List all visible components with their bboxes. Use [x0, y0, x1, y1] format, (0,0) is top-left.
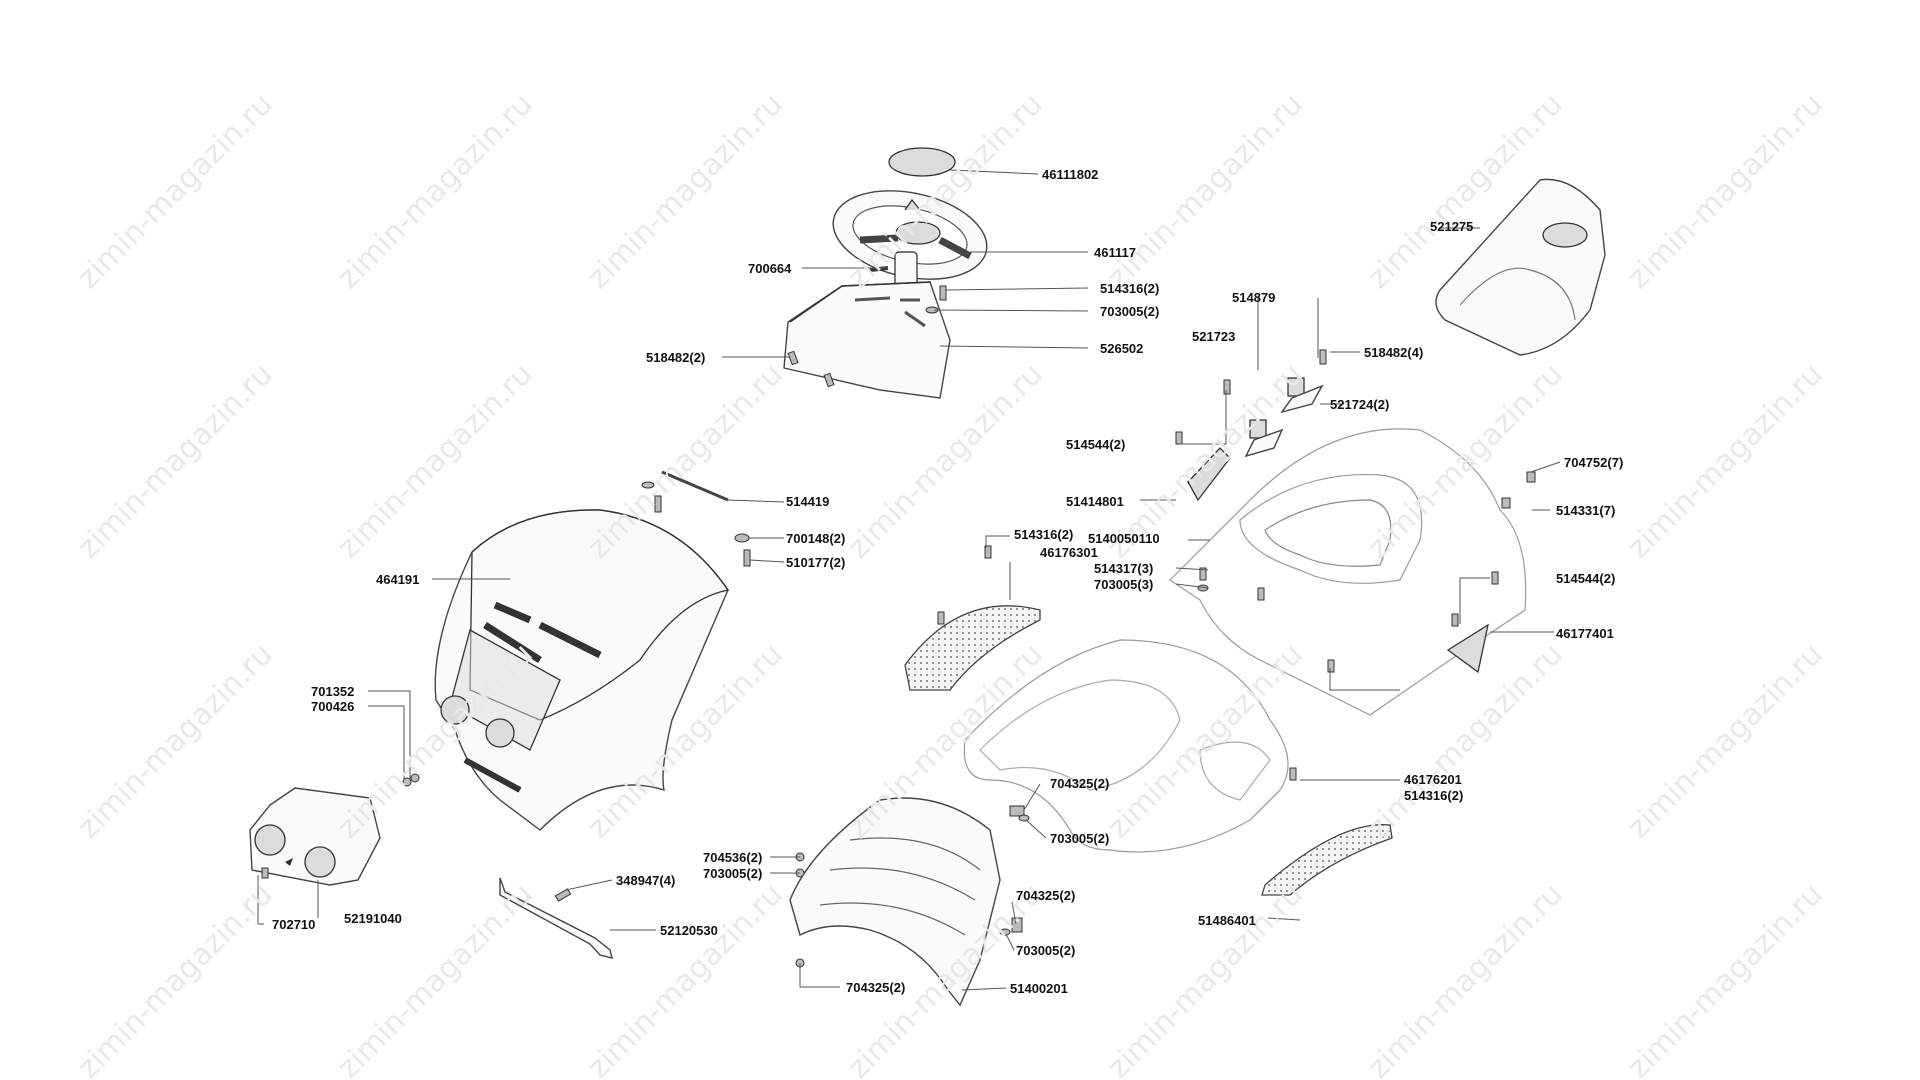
label-526502[interactable]: 526502 — [1100, 341, 1144, 356]
watermark-text: zimin-magazin.ru — [581, 877, 790, 1080]
label-703005-3[interactable]: 703005(3) — [1094, 577, 1154, 592]
watermark-text: zimin-magazin.ru — [1621, 357, 1830, 566]
label-700664[interactable]: 700664 — [748, 261, 792, 276]
switch-parts[interactable] — [1223, 349, 1327, 458]
watermark-text: zimin-magazin.ru — [1101, 87, 1310, 296]
label-514544-2-left[interactable]: 514544(2) — [1066, 437, 1126, 452]
label-704752-7[interactable]: 704752(7) — [1564, 455, 1624, 470]
dashboard-cover-part[interactable] — [783, 281, 951, 399]
label-514879[interactable]: 514879 — [1232, 290, 1276, 305]
label-52120530[interactable]: 52120530 — [660, 923, 718, 938]
lower-body-panel-part[interactable] — [963, 639, 1289, 853]
label-514317-3[interactable]: 514317(3) — [1094, 561, 1154, 576]
watermark-text: zimin-magazin.ru — [581, 357, 790, 566]
label-704325-2-right[interactable]: 704325(2) — [1016, 888, 1076, 903]
hood-rod-part[interactable] — [661, 470, 729, 502]
label-51414801[interactable]: 51414801 — [1066, 494, 1124, 509]
label-461117[interactable]: 461117 — [1094, 245, 1136, 260]
watermark-text: zimin-magazin.ru — [1621, 637, 1830, 846]
label-521275[interactable]: 521275 — [1430, 219, 1474, 234]
hood-screws — [402, 481, 751, 787]
watermark-text: zimin-magazin.ru — [331, 877, 540, 1080]
label-701352[interactable]: 701352 — [311, 684, 355, 699]
label-514419[interactable]: 514419 — [786, 494, 830, 509]
watermark-text: zimin-magazin.ru — [1621, 877, 1830, 1080]
label-5140050110[interactable]: 5140050110 — [1088, 531, 1160, 546]
label-514316-2-right[interactable]: 514316(2) — [1404, 788, 1464, 803]
hood-part[interactable] — [434, 509, 730, 831]
label-702710[interactable]: 702710 — [272, 917, 316, 932]
right-footrest-part[interactable] — [1261, 823, 1393, 896]
label-518482-4[interactable]: 518482(4) — [1364, 345, 1424, 360]
watermark-text: zimin-magazin.ru — [71, 87, 280, 296]
label-46176301[interactable]: 46176301 — [1040, 545, 1098, 560]
watermark-text: zimin-magazin.ru — [1101, 877, 1310, 1080]
label-521724-2[interactable]: 521724(2) — [1330, 397, 1390, 412]
label-704536-2[interactable]: 704536(2) — [703, 850, 763, 865]
label-514316-2-rear[interactable]: 514316(2) — [1014, 527, 1074, 542]
steering-wheel-part[interactable] — [825, 178, 995, 293]
left-footrest-part[interactable] — [904, 605, 1041, 691]
seat-part[interactable] — [1435, 178, 1606, 356]
rear-fixings — [937, 471, 1536, 781]
label-510177-2[interactable]: 510177(2) — [786, 555, 846, 570]
label-348947-4[interactable]: 348947(4) — [616, 873, 676, 888]
label-703005-2-lower[interactable]: 703005(2) — [1050, 831, 1110, 846]
headlight-part[interactable] — [249, 787, 381, 886]
watermark-text: zimin-magazin.ru — [1621, 87, 1830, 296]
watermark-text: zimin-magazin.ru — [71, 637, 280, 846]
watermark-text: zimin-magazin.ru — [1361, 877, 1570, 1080]
label-703005-2-dash[interactable]: 703005(2) — [1100, 304, 1160, 319]
watermark-text: zimin-magazin.ru — [331, 87, 540, 296]
leader-lines — [257, 169, 1561, 991]
watermark-text: zimin-magazin.ru — [71, 357, 280, 566]
rear-body-part[interactable] — [1169, 428, 1527, 716]
label-464191[interactable]: 464191 — [376, 572, 420, 587]
steering-wheel-cap-part[interactable] — [888, 147, 956, 177]
label-46111802[interactable]: 46111802 — [1042, 167, 1099, 182]
label-514544-2-right[interactable]: 514544(2) — [1556, 571, 1616, 586]
label-704325-2-bottom[interactable]: 704325(2) — [846, 980, 906, 995]
watermark-text: zimin-magazin.ru — [71, 877, 280, 1080]
label-704325-2-upper[interactable]: 704325(2) — [1050, 776, 1110, 791]
label-51486401[interactable]: 51486401 — [1198, 913, 1256, 928]
front-fender-part[interactable] — [789, 797, 1030, 1007]
label-518482-2[interactable]: 518482(2) — [646, 350, 706, 365]
label-703005-2-right[interactable]: 703005(2) — [1016, 943, 1076, 958]
bracket-part[interactable] — [499, 877, 613, 959]
label-46177401[interactable]: 46177401 — [1556, 626, 1614, 641]
side-panel-part[interactable] — [1175, 431, 1231, 502]
label-46176201[interactable]: 46176201 — [1404, 772, 1462, 787]
label-514316-2-dash[interactable]: 514316(2) — [1100, 281, 1160, 296]
label-51400201[interactable]: 51400201 — [1010, 981, 1068, 996]
label-700148-2[interactable]: 700148(2) — [786, 531, 846, 546]
label-700426[interactable]: 700426 — [311, 699, 355, 714]
label-52191040[interactable]: 52191040 — [344, 911, 402, 926]
label-514331-7[interactable]: 514331(7) — [1556, 503, 1616, 518]
label-703005-2-fender[interactable]: 703005(2) — [703, 866, 763, 881]
label-521723[interactable]: 521723 — [1192, 329, 1236, 344]
